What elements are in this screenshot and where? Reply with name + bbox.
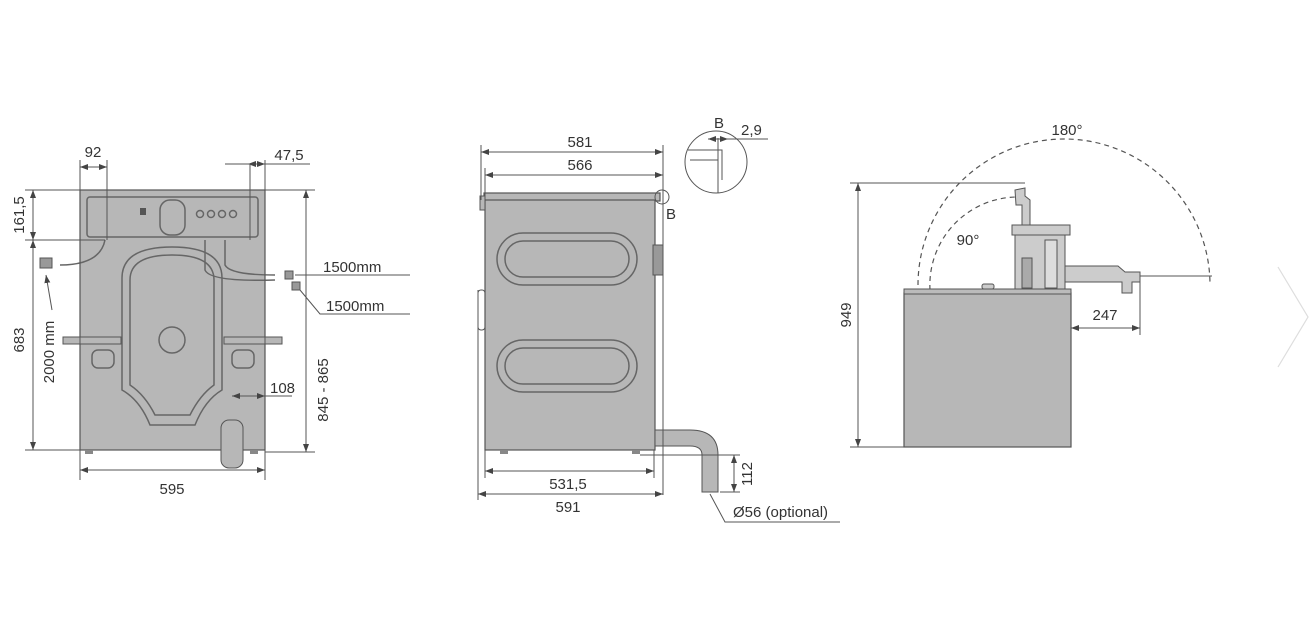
drum-outline	[129, 254, 215, 416]
chevron-right-icon	[1277, 266, 1309, 368]
dim-total-depth: 591	[555, 499, 580, 516]
dim-body-depth: 566	[567, 157, 592, 174]
drawer-lid	[1014, 187, 1031, 226]
next-slide-button[interactable]	[1270, 265, 1310, 370]
drain-pipe	[220, 419, 244, 469]
detail-marker-label: B	[666, 206, 676, 223]
cable-length-label: 2000 mm	[41, 321, 58, 384]
dim-drain-height: 112	[739, 462, 756, 486]
power-plug-icon	[39, 257, 53, 269]
machine-body-side	[903, 292, 1072, 448]
dim-base-depth: 531,5	[549, 476, 587, 493]
detail-marker-circle	[654, 189, 670, 205]
arc-180	[917, 138, 1211, 286]
dim-top-offset: 92	[85, 144, 102, 161]
inlet-hoses	[204, 240, 276, 282]
arc-90	[929, 196, 1019, 291]
machine-back-panel	[79, 189, 266, 451]
side-view: B 581 566 531,5 591 112 Ø56 (optional) B…	[477, 115, 840, 523]
dim-width: 595	[159, 481, 184, 498]
drain-diameter-label: Ø56 (optional)	[733, 504, 828, 521]
detail-b-label: B	[714, 115, 724, 132]
transport-bracket-right	[223, 336, 283, 345]
drain-pipe-side	[654, 429, 719, 493]
side-body	[484, 199, 656, 451]
drawer-view: 949 180° 90° 247	[838, 122, 1212, 448]
dim-height-range: 845 - 865	[315, 358, 332, 421]
inlet-hose-2-length: 1500mm	[326, 298, 384, 315]
inlet-hose-1-length: 1500mm	[323, 259, 381, 276]
power-cable	[59, 239, 106, 266]
angle-max-label: 180°	[1051, 122, 1082, 139]
side-embossing-bottom	[496, 339, 638, 393]
dim-height: 949	[838, 302, 855, 327]
dim-right-offset: 47,5	[274, 147, 303, 164]
detail-gap: 2,9	[741, 122, 762, 139]
dim-drawer-extension: 247	[1092, 307, 1117, 324]
dim-drain-offset: 108	[270, 380, 295, 397]
front-view: 595 92 47,5 161,5 683 2000 mm 845 - 865 …	[11, 144, 410, 498]
drum-hub	[158, 326, 186, 354]
side-embossing-top	[496, 232, 638, 286]
dim-panel-height: 161,5	[11, 196, 28, 234]
angle-min-label: 90°	[957, 232, 980, 249]
drawer-extended	[1064, 265, 1141, 294]
dim-top-depth: 581	[567, 134, 592, 151]
transport-bracket-left	[62, 336, 122, 345]
dim-lower-height: 683	[11, 327, 28, 352]
detail-b-circle	[684, 130, 748, 194]
control-panel	[86, 196, 259, 238]
